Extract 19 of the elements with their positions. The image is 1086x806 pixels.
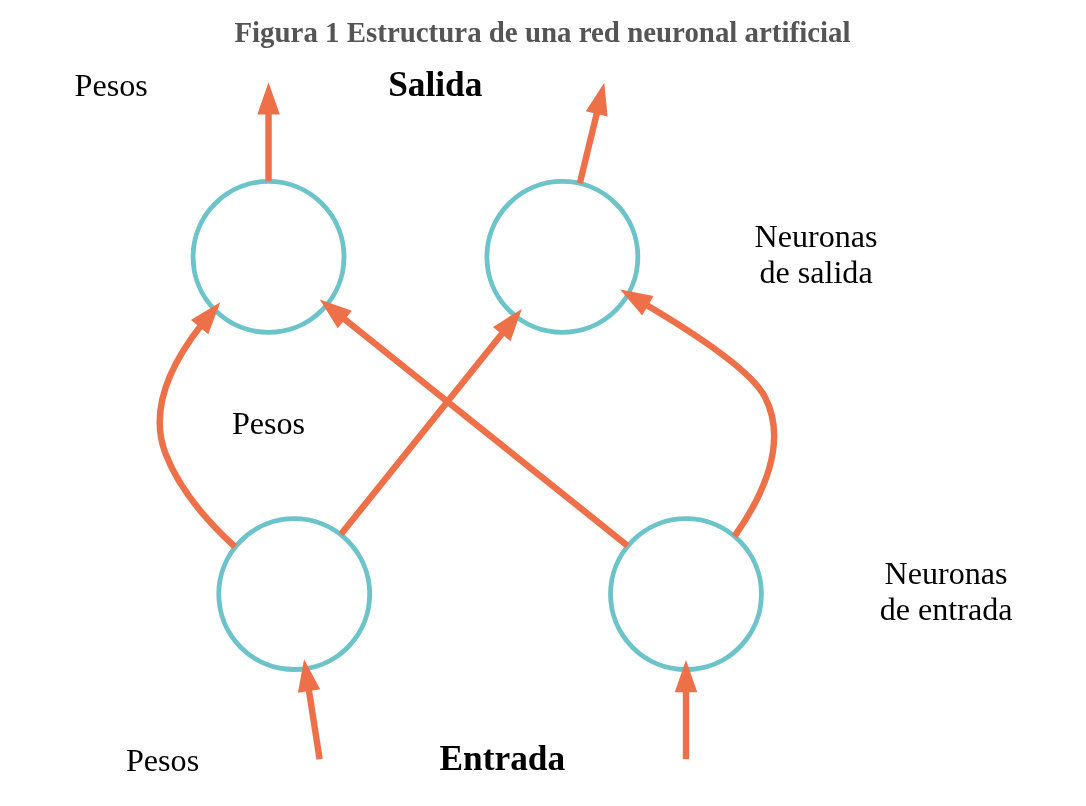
label: Entrada — [439, 739, 565, 779]
label: Pesos — [74, 67, 148, 104]
diagram-title: Figura 1 Estructura de una red neuronal artificial — [233, 16, 850, 49]
node-circle — [607, 516, 764, 672]
arrow — [256, 82, 280, 182]
node-circle — [484, 179, 640, 335]
label: Pesos — [125, 741, 199, 778]
arrow — [576, 82, 608, 184]
arrow — [619, 289, 777, 538]
node-circle — [215, 516, 372, 672]
arrow — [156, 302, 237, 550]
arrow — [674, 660, 697, 760]
arrow — [337, 309, 522, 537]
label: Salida — [387, 64, 482, 104]
arrow — [319, 299, 629, 549]
node-label: Neuronas de entrada — [879, 555, 1013, 627]
node-label: Neuronas de salida — [754, 218, 878, 290]
label: Pesos — [231, 404, 305, 441]
arrow — [297, 659, 323, 760]
